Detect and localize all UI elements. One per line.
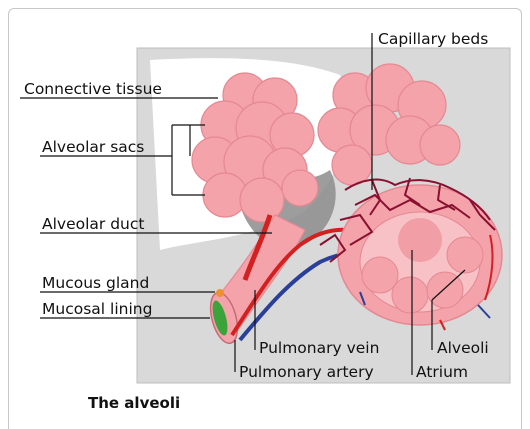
label-alveoli: Alveoli	[437, 339, 489, 357]
label-pulmonary-artery: Pulmonary artery	[239, 363, 374, 381]
label-capillary-beds: Capillary beds	[378, 30, 488, 48]
label-alveolar-duct: Alveolar duct	[42, 215, 144, 233]
figure-caption: The alveoli	[88, 394, 180, 412]
label-mucosal-lining: Mucosal lining	[42, 300, 152, 318]
label-alveolar-sacs: Alveolar sacs	[42, 138, 144, 156]
label-atrium: Atrium	[416, 363, 468, 381]
label-connective-tissue: Connective tissue	[24, 80, 162, 98]
mucous-gland-shape	[216, 289, 224, 297]
label-pulmonary-vein: Pulmonary vein	[259, 339, 379, 357]
label-mucous-gland: Mucous gland	[42, 274, 149, 292]
